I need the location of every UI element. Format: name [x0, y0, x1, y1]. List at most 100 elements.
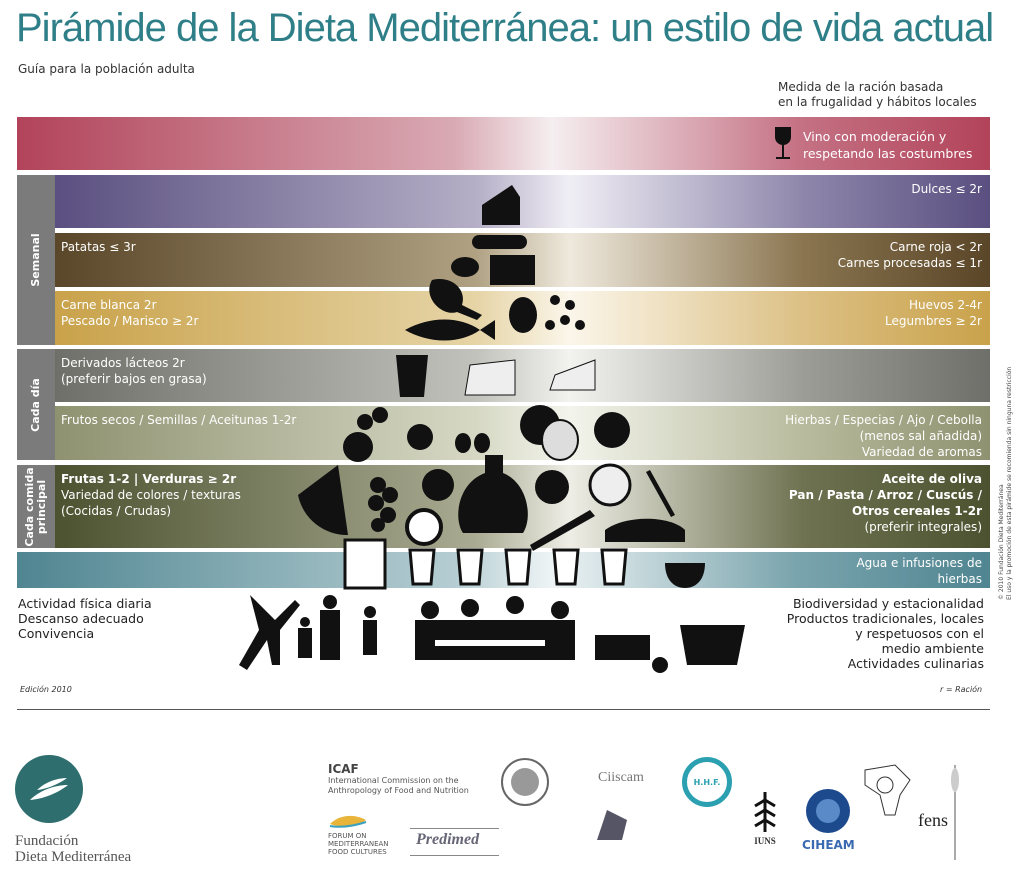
- wine-text: Vino con moderación y: [803, 129, 947, 144]
- hhf-logo: H.H.F.: [682, 757, 732, 807]
- copyright-note: © 2010 Fundación Dieta Mediterránea El u…: [998, 367, 1014, 600]
- sweets-text: Dulces ≤ 2r: [911, 182, 982, 196]
- copyright-line: © 2010 Fundación Dieta Mediterránea: [998, 484, 1005, 600]
- icaf-logo-text: Anthropology of Food and Nutrition: [328, 786, 469, 795]
- band-text-line: (preferir integrales): [864, 520, 982, 534]
- band-text-line: Agua e infusiones de: [856, 556, 982, 570]
- cake-icon: [482, 185, 520, 225]
- lifestyle-line: Actividades culinarias: [847, 656, 984, 671]
- forum-logo-text: MEDITERRANEAN: [328, 840, 389, 848]
- ration-legend: r = Ración: [940, 685, 983, 694]
- forum-logo-icon: [329, 815, 367, 828]
- lifestyle-line: Actividad física diaria: [18, 596, 152, 611]
- lifestyle-line: Descanso adecuado: [18, 611, 144, 626]
- wine-text: respetando las costumbres: [803, 146, 973, 161]
- band-text-line: Carne blanca 2r: [61, 298, 157, 312]
- forum-logo-text: FORUM ON: [328, 832, 367, 840]
- ciheam-logo: CIHEAM: [802, 788, 855, 852]
- band-text-line: Huevos 2-4r: [908, 298, 982, 312]
- nuts-text: Frutos secos / Semillas / Aceitunas 1-2r: [61, 412, 296, 428]
- fens-wheat-icon: [951, 765, 959, 860]
- legumes-icon: [545, 295, 585, 330]
- measure-note-line: Medida de la ración basada: [778, 80, 944, 94]
- jug-icon: [343, 538, 387, 590]
- fdm-logo: Fundación Dieta Mediterránea: [15, 755, 131, 865]
- cooking-pot-icon: [595, 635, 650, 660]
- bread-icon: [605, 518, 685, 542]
- band-text-line: Frutas 1-2 | Verduras ≥ 2r: [61, 472, 237, 486]
- mushroom-icon: [652, 657, 668, 673]
- band-text-line: Aceite de oliva: [881, 472, 982, 486]
- band-text-line: Hierbas / Especias / Ajo / Cebolla: [785, 413, 982, 427]
- lifestyle-line: medio ambiente: [881, 641, 984, 656]
- band-text-line: Pescado / Marisco ≥ 2r: [61, 314, 199, 328]
- apple-icon: [422, 469, 454, 501]
- red-meat-text: Carne roja < 2r Carnes procesadas ≤ 1r: [838, 239, 982, 271]
- ciiscam-logo: Ciiscam: [598, 770, 644, 785]
- potatoes-icon: [451, 257, 479, 277]
- food-illustrations: [298, 185, 705, 590]
- lifestyle-illustrations: [239, 595, 745, 673]
- lifestyle-left-text: Actividad física diaria Descanso adecuad…: [18, 596, 152, 641]
- band-text-line: (Cocidas / Crudas): [61, 504, 172, 518]
- fruits-text: Frutas 1-2 | Verduras ≥ 2r Variedad de co…: [61, 471, 241, 519]
- divider: [17, 709, 990, 710]
- wheat-icon: [646, 470, 675, 517]
- sausage-icon: [472, 235, 527, 249]
- cauliflower-icon: [588, 463, 632, 507]
- iuns-logo: IUNS: [745, 790, 785, 846]
- orange-icon: [405, 508, 443, 546]
- ciheam-emblem-icon: [806, 789, 851, 833]
- edition-label: Edición 2010: [20, 685, 72, 694]
- lifestyle-line: Productos tradicionales, locales: [786, 611, 984, 626]
- sidebar-meal-line: principal: [35, 479, 48, 534]
- cheese-wedge-icon: [549, 359, 596, 391]
- forum-logo-text: FOOD CULTURES: [328, 848, 387, 856]
- wine-band: Vino con moderación y respetando las cos…: [17, 117, 990, 170]
- band-text-line: Derivados lácteos 2r: [61, 356, 185, 370]
- ciheam-logo-text: CIHEAM: [802, 838, 855, 852]
- icaf-logo-text: International Commission on the: [328, 776, 459, 785]
- family-walking-icon: [298, 595, 377, 660]
- subtitle: Guía para la población adulta: [18, 62, 195, 76]
- white-meat-text: Carne blanca 2r Pescado / Marisco ≥ 2r: [61, 297, 198, 329]
- basket-icon: [680, 625, 745, 665]
- sidebar-weekly: Semanal: [17, 175, 55, 345]
- cheese-icon: [464, 359, 516, 396]
- parsley-icon: [407, 424, 433, 450]
- sweets-band: Dulces ≤ 2r: [55, 175, 990, 228]
- band-text-line: Pan / Pasta / Arroz / Cuscús /: [788, 488, 982, 502]
- garlic-icon: [594, 412, 630, 448]
- band-text-line: Carne roja < 2r: [889, 240, 982, 254]
- band-text-line: Carnes procesadas ≤ 1r: [837, 256, 982, 270]
- band-text-line: (preferir bajos en grasa): [61, 372, 207, 386]
- dairy-band: Derivados lácteos 2r (preferir bajos en g…: [55, 349, 990, 402]
- hadassah-logo-icon: [597, 810, 627, 840]
- herbs-text: Hierbas / Especias / Ajo / Cebolla(menos…: [785, 412, 982, 460]
- icaf-logo-text: ICAF: [328, 762, 359, 776]
- band-text-line: Frutos secos / Semillas / Aceitunas 1-2r: [61, 413, 297, 427]
- fdm-leaf-logo-icon: [15, 755, 83, 823]
- egg-icon: [509, 297, 537, 333]
- band-text-line: Variedad de colores / texturas: [61, 488, 241, 502]
- tea-cup-icon: [665, 563, 705, 588]
- dairy-text: Derivados lácteos 2r (preferir bajos en g…: [61, 355, 207, 387]
- potatoes-text: Patatas ≤ 3r: [61, 239, 136, 255]
- cut-onion-icon: [541, 419, 579, 461]
- iuns-logo-text: IUNS: [754, 836, 776, 846]
- olive-oil-jar-icon: [458, 455, 528, 533]
- olives-icon: [455, 433, 490, 453]
- nuts-icon: [343, 407, 388, 462]
- measure-note-line: en la frugalidad y hábitos locales: [778, 95, 977, 109]
- chicken-leg-icon: [429, 279, 482, 320]
- fdm-logo-text: Dieta Mediterránea: [15, 849, 132, 865]
- family-meal-icon: [415, 596, 575, 660]
- sidebar-daily-label: Cada día: [29, 377, 42, 432]
- grapes-icon: [368, 477, 398, 532]
